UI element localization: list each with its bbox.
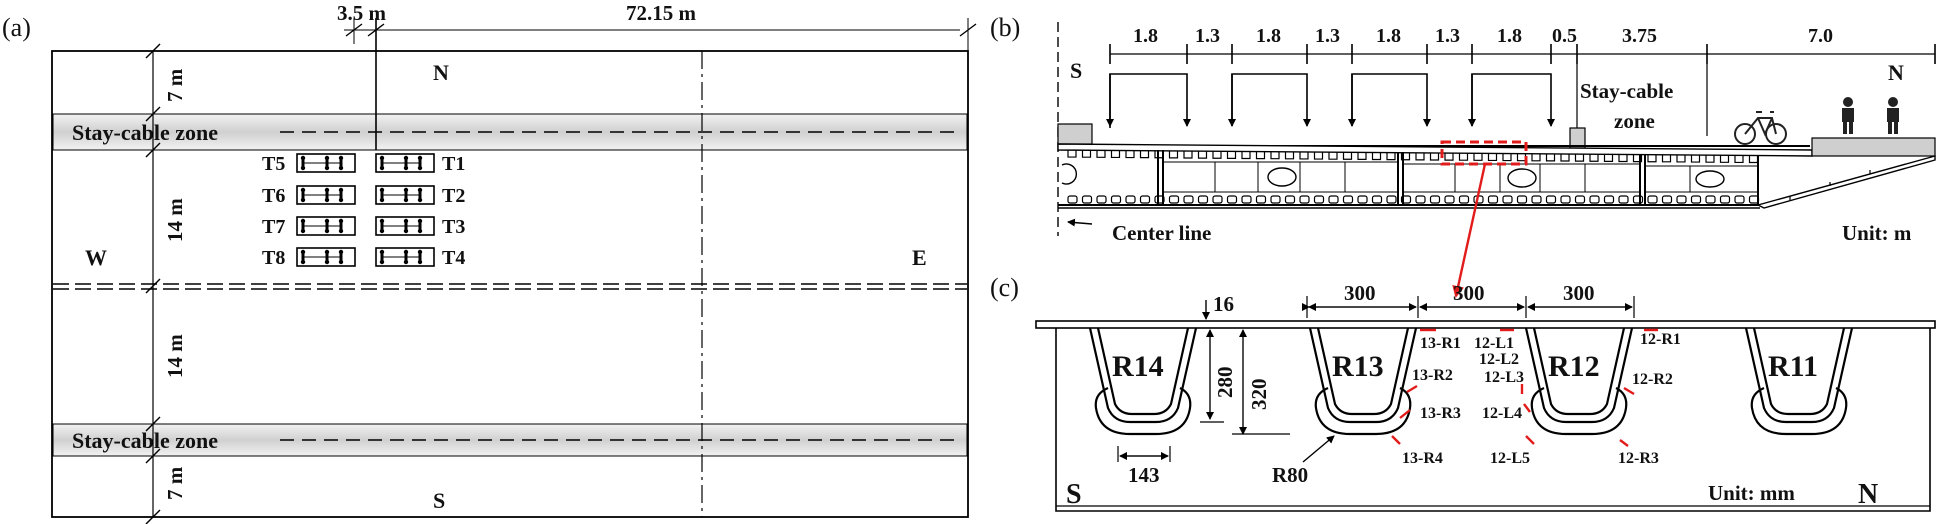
gauge-13-r1: 13-R1 <box>1420 335 1461 352</box>
u-rib-r12 <box>1524 327 1634 436</box>
gauge-12-r2: 12-R2 <box>1632 371 1673 388</box>
strain-gauge-labels: 13-R1 13-R2 13-R3 13-R4 12-L1 12-L2 12-L… <box>1402 331 1681 467</box>
bicycle-icon <box>1734 111 1787 145</box>
dim-b-3: 1.8 <box>1256 25 1281 47</box>
west-label: W <box>85 245 107 270</box>
unit-label-b: Unit: m <box>1842 221 1912 245</box>
truck-label-t8: T8 <box>262 247 285 269</box>
truck-t1 <box>374 152 436 174</box>
north-label-c: N <box>1858 479 1878 510</box>
truck-t3 <box>374 215 436 237</box>
gauge-12-l2: 12-L2 <box>1479 351 1519 368</box>
deck-outline <box>51 50 969 518</box>
wheel-loads <box>1106 73 1555 128</box>
rib-label-r11: R11 <box>1768 350 1818 383</box>
u-rib-r14 <box>1088 327 1198 436</box>
truck-label-t2: T2 <box>442 185 465 207</box>
rib-label-r12: R12 <box>1548 350 1600 383</box>
height-280: 280 <box>1213 367 1237 399</box>
truck-label-t4: T4 <box>442 247 465 269</box>
stay-cable-zone-top-label: Stay-cable zone <box>72 120 218 145</box>
dim-b-5: 1.8 <box>1376 25 1401 47</box>
panel-b: (b) S Center line 1.8 1.3 1.8 1.3 1.8 1.… <box>990 13 1936 298</box>
center-line-label: Center line <box>1112 221 1211 245</box>
dim-b-10: 7.0 <box>1808 25 1833 47</box>
height-320: 320 <box>1247 379 1271 411</box>
panel-b-label: (b) <box>990 13 1020 42</box>
truck-label-t1: T1 <box>442 153 465 175</box>
lane-width-14m-a: 14 m <box>163 198 187 242</box>
rib-label-r13: R13 <box>1332 350 1384 383</box>
dim-b-9: 3.75 <box>1622 25 1657 47</box>
height-dims <box>1200 329 1290 435</box>
unit-label-c: Unit: mm <box>1708 481 1795 505</box>
truck-label-t6: T6 <box>262 185 285 207</box>
lane-width-14m-b: 14 m <box>163 334 187 378</box>
east-label: E <box>912 245 927 270</box>
u-rib-r13 <box>1308 327 1418 436</box>
dimension-chain <box>1109 44 1936 64</box>
dim-b-1: 1.8 <box>1133 25 1158 47</box>
stay-cable-label-b2: zone <box>1614 109 1655 133</box>
truck-t6 <box>295 184 357 206</box>
pedestrian-icon <box>1887 97 1899 134</box>
gauge-12-l1: 12-L1 <box>1474 335 1514 352</box>
north-label-a: N <box>433 60 449 85</box>
lane-width-7m-bottom: 7 m <box>163 466 187 500</box>
dim-300-2: 300 <box>1453 281 1485 305</box>
box-outline <box>1055 328 1931 512</box>
bottom-cells-row <box>1067 195 1760 204</box>
dim-72-15m: 72.15 m <box>626 1 697 25</box>
u-rib-r11 <box>1744 327 1854 436</box>
deck-plate <box>1035 320 1936 329</box>
truck-label-t5: T5 <box>262 153 285 175</box>
gauge-13-r2: 13-R2 <box>1412 367 1453 384</box>
detail-arrow <box>1452 163 1487 298</box>
plate-thickness: 16 <box>1213 292 1234 316</box>
truck-label-t3: T3 <box>442 216 465 238</box>
south-label-a: S <box>433 488 445 513</box>
dim-b-7: 1.8 <box>1497 25 1522 47</box>
dim-b-2: 1.3 <box>1195 25 1220 47</box>
gauge-13-r3: 13-R3 <box>1420 405 1461 422</box>
south-label-c: S <box>1066 479 1082 510</box>
gauge-12-l5: 12-L5 <box>1490 450 1530 467</box>
gauge-13-r4: 13-R4 <box>1402 450 1443 467</box>
stay-cable-zone-bottom-label: Stay-cable zone <box>72 428 218 453</box>
dim-300-1: 300 <box>1344 281 1376 305</box>
truck-t5 <box>295 152 357 174</box>
stay-cable-label-b1: Stay-cable <box>1580 79 1673 103</box>
u-ribs-row <box>1067 150 1759 164</box>
gauge-12-r3: 12-R3 <box>1618 450 1659 467</box>
bottom-width-dim <box>1117 446 1171 462</box>
rib-label-r14: R14 <box>1112 350 1164 383</box>
strain-gauge-marks <box>1391 328 1658 447</box>
dim-300-3: 300 <box>1563 281 1595 305</box>
truck-label-t7: T7 <box>262 216 285 238</box>
gauge-12-l3: 12-L3 <box>1484 369 1524 386</box>
truck-t8 <box>295 246 357 268</box>
dim-b-8: 0.5 <box>1552 25 1577 47</box>
dim-3-5m: 3.5 m <box>337 1 387 25</box>
bottom-width: 143 <box>1128 463 1160 487</box>
gauge-12-l4: 12-L4 <box>1482 405 1522 422</box>
panel-c: (c) R14 R13 R12 R11 <box>990 273 1936 512</box>
north-label-b: N <box>1888 60 1904 85</box>
lane-width-7m-top: 7 m <box>163 68 187 102</box>
panel-a: (a) Stay-cable zone Stay-cable zone 3.5 … <box>2 1 977 524</box>
gauge-12-r1: 12-R1 <box>1640 331 1681 348</box>
pedestrian-icon <box>1842 97 1854 134</box>
radius-label: R80 <box>1272 463 1308 487</box>
truck-t7 <box>295 215 357 237</box>
panel-a-label: (a) <box>2 13 31 42</box>
dim-b-4: 1.3 <box>1315 25 1340 47</box>
truck-t4 <box>374 246 436 268</box>
panel-c-label: (c) <box>990 273 1019 302</box>
rib-spacing-dims <box>1302 296 1635 318</box>
truck-t2 <box>374 184 436 206</box>
south-label-b: S <box>1070 58 1082 83</box>
dim-b-6: 1.3 <box>1435 25 1460 47</box>
